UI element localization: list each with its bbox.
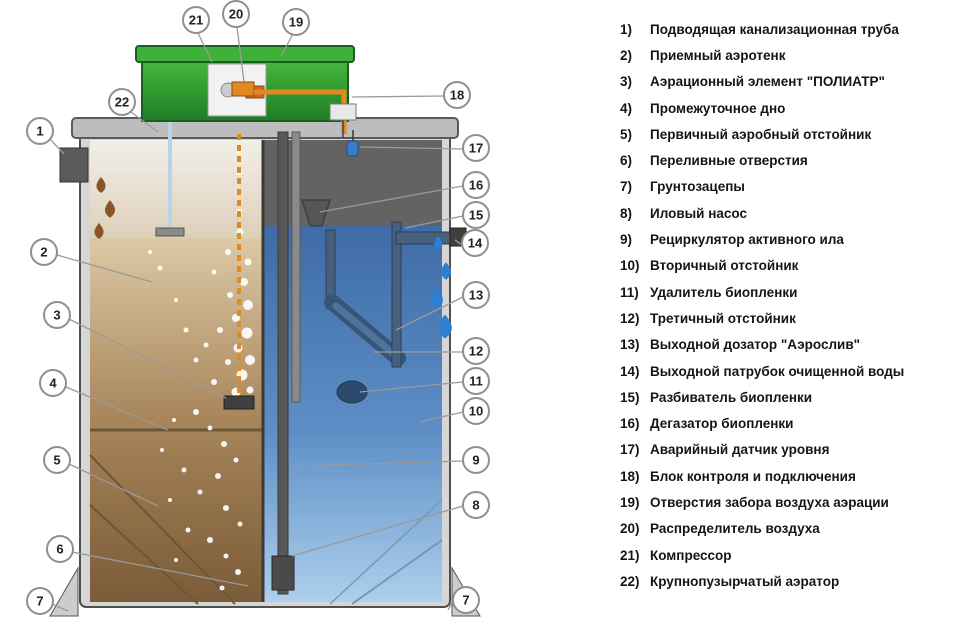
callout-19: 19	[282, 8, 310, 36]
svg-text:19: 19	[289, 15, 303, 30]
callout-15: 15	[462, 201, 490, 229]
svg-text:7: 7	[36, 594, 43, 609]
svg-text:7: 7	[462, 593, 469, 608]
airlift-aeroslив-doser	[324, 229, 406, 366]
biofilm-remover	[336, 380, 368, 404]
legend-item-14: 14)Выходной патрубок очищенной воды	[620, 363, 905, 379]
legend-item-18: 18)Блок контроля и подключения	[620, 468, 856, 484]
inlet-pipe	[59, 147, 89, 183]
callout-10: 10	[462, 397, 490, 425]
legend-item-5: 5)Первичный аэробный отстойник	[620, 126, 872, 142]
air-distributor	[231, 81, 255, 97]
svg-text:5: 5	[53, 453, 60, 468]
svg-text:17: 17	[469, 141, 483, 156]
svg-text:8: 8	[472, 498, 479, 513]
legend: 1)Подводящая канализационная труба 2)При…	[620, 16, 964, 595]
callout-14: 14	[461, 229, 489, 257]
legend-item-21: 21)Компрессор	[620, 547, 732, 563]
legend-item-2: 2)Приемный аэротенк	[620, 47, 786, 63]
callout-6: 6	[46, 535, 74, 563]
legend-item-16: 16)Дегазатор биопленки	[620, 416, 794, 432]
callout-4: 4	[39, 369, 67, 397]
svg-text:20: 20	[229, 7, 243, 22]
callout-7-right: 7	[452, 586, 480, 614]
svg-text:11: 11	[469, 374, 483, 389]
callout-17: 17	[462, 134, 490, 162]
legend-item-7: 7)Грунтозацепы	[620, 179, 745, 195]
callout-20: 20	[222, 0, 250, 28]
legend-item-11: 11)Удалитель биопленки	[620, 284, 798, 300]
coarse-bubble-aerator	[155, 122, 185, 237]
callout-3: 3	[43, 301, 71, 329]
svg-text:12: 12	[469, 344, 483, 359]
callout-5: 5	[43, 446, 71, 474]
svg-text:1: 1	[36, 124, 43, 139]
legend-item-6: 6)Переливные отверстия	[620, 153, 808, 169]
primary-chamber	[89, 140, 262, 605]
callout-22: 22	[108, 88, 136, 116]
svg-text:6: 6	[56, 542, 63, 557]
callout-2: 2	[30, 238, 58, 266]
callout-8: 8	[462, 491, 490, 519]
svg-text:3: 3	[53, 308, 60, 323]
callout-11: 11	[462, 367, 490, 395]
aeration-element-poliatr	[223, 395, 255, 410]
legend-item-9: 9)Рециркулятор активного ила	[620, 232, 844, 248]
svg-text:13: 13	[469, 288, 483, 303]
svg-text:14: 14	[468, 236, 483, 251]
legend-item-20: 20)Распределитель воздуха	[620, 521, 820, 537]
callout-13: 13	[462, 281, 490, 309]
legend-item-13: 13)Выходной дозатор "Аэрослив"	[620, 337, 861, 353]
svg-text:21: 21	[189, 13, 203, 28]
svg-text:9: 9	[472, 453, 479, 468]
callout-18: 18	[443, 81, 471, 109]
callout-21: 21	[182, 6, 210, 34]
legend-item-15: 15)Разбиватель биопленки	[620, 389, 813, 405]
callout-16: 16	[462, 171, 490, 199]
svg-text:15: 15	[469, 208, 483, 223]
septic-tank-cross-section-diagram: 1 2 3 4 5 6 7 22 21 20 19 18 17 16 15 14…	[26, 0, 490, 617]
control-block	[329, 103, 357, 138]
callout-1: 1	[26, 117, 54, 145]
legend-item-17: 17)Аварийный датчик уровня	[620, 442, 830, 458]
svg-text:2: 2	[40, 245, 47, 260]
svg-text:18: 18	[450, 88, 464, 103]
legend-item-1: 1)Подводящая канализационная труба	[620, 21, 899, 37]
callout-7-left: 7	[26, 587, 54, 615]
legend-item-4: 4)Промежуточное дно	[620, 100, 786, 116]
callout-12: 12	[462, 337, 490, 365]
degasser	[301, 199, 331, 227]
legend-item-10: 10)Вторичный отстойник	[620, 258, 799, 274]
level-sensor	[346, 130, 359, 157]
secondary-chamber	[264, 140, 443, 605]
svg-text:16: 16	[469, 178, 483, 193]
svg-text:4: 4	[49, 376, 57, 391]
legend-item-19: 19)Отверстия забора воздуха аэрации	[620, 494, 889, 510]
svg-text:10: 10	[469, 404, 483, 419]
svg-text:22: 22	[115, 95, 129, 110]
legend-item-12: 12)Третичный отстойник	[620, 310, 796, 326]
callout-9: 9	[462, 446, 490, 474]
legend-item-22: 22)Крупнопузырчатый аэратор	[620, 573, 840, 589]
legend-item-3: 3)Аэрационный элемент "ПОЛИАТР"	[620, 74, 885, 90]
legend-item-8: 8)Иловый насос	[620, 205, 747, 221]
sludge-pump-and-recirculator	[271, 131, 301, 595]
leader-lines	[49, 26, 464, 612]
